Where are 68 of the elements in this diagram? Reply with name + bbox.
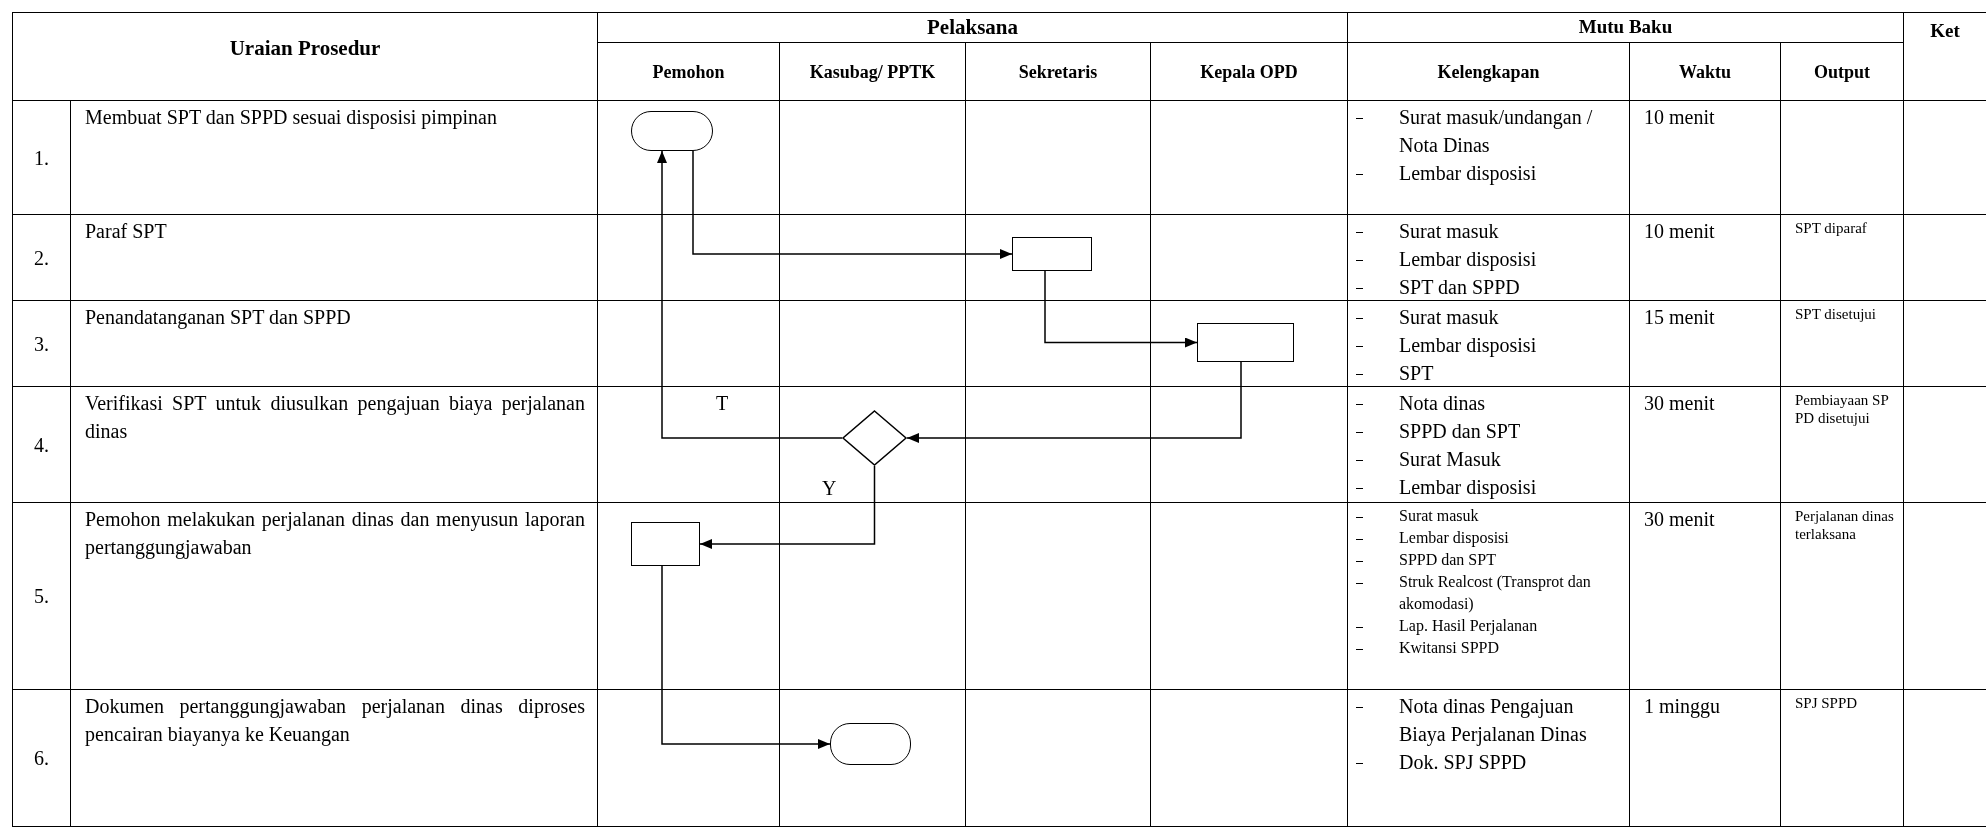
requirement-item: Dok. SPJ SPPD xyxy=(1399,750,1527,775)
step-number: 6. xyxy=(34,746,49,771)
edge-label: T xyxy=(716,391,729,415)
output-text: Perjalanan dinas terlaksana xyxy=(1795,507,1895,543)
duration-text: 1 minggu xyxy=(1644,695,1721,717)
step-description: Membuat SPT dan SPPD sesuai disposisi pimpinan xyxy=(85,105,498,131)
requirement-item: Lap. Hasil Perjalanan xyxy=(1399,616,1538,637)
edge-label: Y xyxy=(822,476,837,500)
duration-text: 15 menit xyxy=(1644,306,1715,328)
step-number: 3. xyxy=(34,331,49,357)
duration-text: 10 menit xyxy=(1644,106,1715,128)
requirement-item: SPPD dan SPT xyxy=(1399,419,1521,444)
arrow xyxy=(906,361,1242,443)
requirement-item: Nota dinas xyxy=(1399,391,1486,416)
duration-text: 30 menit xyxy=(1644,392,1715,414)
requirement-item: Surat masuk xyxy=(1399,219,1499,244)
column-header: Waktu xyxy=(1679,60,1731,83)
requirement-item: SPT dan SPPD xyxy=(1399,275,1520,300)
step-description: Dokumen pertanggungjawaban perjalanan dinas diproses pencairan biayanya ke Keuangan xyxy=(85,694,585,748)
column-header: Kepala OPD xyxy=(1200,60,1298,83)
process-box xyxy=(1197,323,1294,362)
column-header: Kasubag/ PPTK xyxy=(809,60,936,83)
column-header: Output xyxy=(1814,60,1870,83)
step-number: 4. xyxy=(34,432,49,458)
arrow xyxy=(657,150,843,439)
requirement-item: Lembar disposisi xyxy=(1399,247,1537,273)
requirement-item: SPPD dan SPT xyxy=(1399,550,1496,570)
duration-text: 10 menit xyxy=(1644,220,1715,242)
step-number: 1. xyxy=(34,145,49,171)
terminator-shape xyxy=(830,723,911,765)
output-text: SPT diparaf xyxy=(1795,219,1868,237)
process-box xyxy=(631,522,700,566)
column-header: Ket xyxy=(1930,19,1960,43)
column-header: Pelaksana xyxy=(927,14,1018,41)
arrow xyxy=(1044,270,1198,348)
process-box xyxy=(1012,237,1092,271)
column-header: Sekretaris xyxy=(1018,60,1098,83)
step-number: 2. xyxy=(34,245,49,271)
column-header: Kelengkapan xyxy=(1437,60,1540,83)
requirement-item: Struk Realcost (Transprot dan akomodasi) xyxy=(1399,572,1592,614)
requirement-item: Kwitansi SPPD xyxy=(1399,638,1500,658)
step-description: Pemohon melakukan perjalanan dinas dan menyusun laporan pertanggungjawaban xyxy=(85,507,585,561)
requirement-item: Lembar disposisi xyxy=(1399,475,1537,501)
requirement-item: Lembar disposisi xyxy=(1399,528,1509,549)
arrow xyxy=(661,565,831,749)
terminator-shape xyxy=(631,111,713,151)
column-header: Pemohon xyxy=(652,60,725,83)
output-text: Pembiayaan SPPD disetujui xyxy=(1795,391,1890,427)
requirement-item: Lembar disposisi xyxy=(1399,161,1537,187)
duration-text: 30 menit xyxy=(1644,508,1715,530)
step-description: Penandatanganan SPT dan SPPD xyxy=(85,305,352,331)
requirement-item: Surat masuk/undangan / Nota Dinas xyxy=(1399,105,1594,158)
requirement-item: Surat masuk xyxy=(1399,305,1499,330)
requirement-item: Surat Masuk xyxy=(1399,447,1501,472)
requirement-item: Surat masuk xyxy=(1399,506,1479,526)
requirement-item: SPT xyxy=(1399,361,1434,386)
requirement-item: Nota dinas Pengajuan Biaya Perjalanan Dinas xyxy=(1399,694,1588,748)
step-description: Paraf SPT xyxy=(85,219,168,244)
output-text: SPT disetujui xyxy=(1795,305,1877,323)
requirement-item: Lembar disposisi xyxy=(1399,333,1537,359)
column-header: Uraian Prosedur xyxy=(229,35,381,62)
arrow xyxy=(699,465,876,549)
step-description: Verifikasi SPT untuk diusulkan pengajuan biaya perjalanan dinas xyxy=(85,391,585,444)
arrow xyxy=(692,150,1013,259)
column-header: Mutu Baku xyxy=(1578,15,1673,40)
step-number: 5. xyxy=(34,584,49,609)
output-text: SPJ SPPD xyxy=(1795,694,1859,712)
decision-diamond xyxy=(842,410,907,466)
